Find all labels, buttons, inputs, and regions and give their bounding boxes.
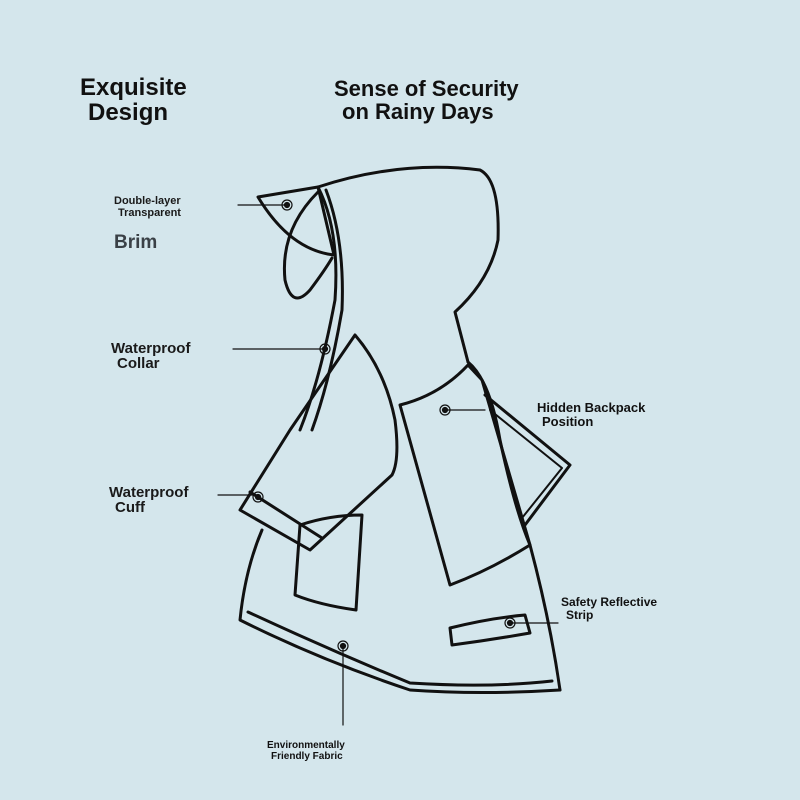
label-fabric-1: Environmentally xyxy=(267,740,345,751)
front-pocket xyxy=(293,513,364,612)
title-design: Design xyxy=(88,99,169,126)
label-backpack-1: Hidden Backpack xyxy=(537,400,646,415)
bottom-pocket xyxy=(448,613,532,647)
title-rainy-days: on Rainy Days xyxy=(342,99,494,124)
title-exquisite: Exquisite xyxy=(80,74,187,101)
title-security: Sense of Security xyxy=(334,76,519,101)
label-cuff-2: Cuff xyxy=(115,499,145,516)
hood xyxy=(256,165,500,432)
back-panel xyxy=(398,363,572,587)
callout-dots xyxy=(252,199,516,652)
label-brim-2: Transparent xyxy=(118,207,181,219)
label-cuff-1: Waterproof xyxy=(109,484,189,501)
leader-lines xyxy=(217,204,559,726)
label-brim: Brim xyxy=(114,232,158,253)
coat-body xyxy=(238,360,562,694)
label-reflective-1: Safety Reflective xyxy=(561,595,658,609)
label-backpack-2: Position xyxy=(542,414,594,429)
sleeve xyxy=(238,333,399,552)
label-collar-2: Collar xyxy=(117,355,160,372)
label-reflective-2: Strip xyxy=(566,608,594,622)
label-fabric-2: Friendly Fabric xyxy=(271,751,343,762)
label-brim-1: Double-layer xyxy=(114,195,181,207)
label-collar-1: Waterproof xyxy=(111,340,191,357)
